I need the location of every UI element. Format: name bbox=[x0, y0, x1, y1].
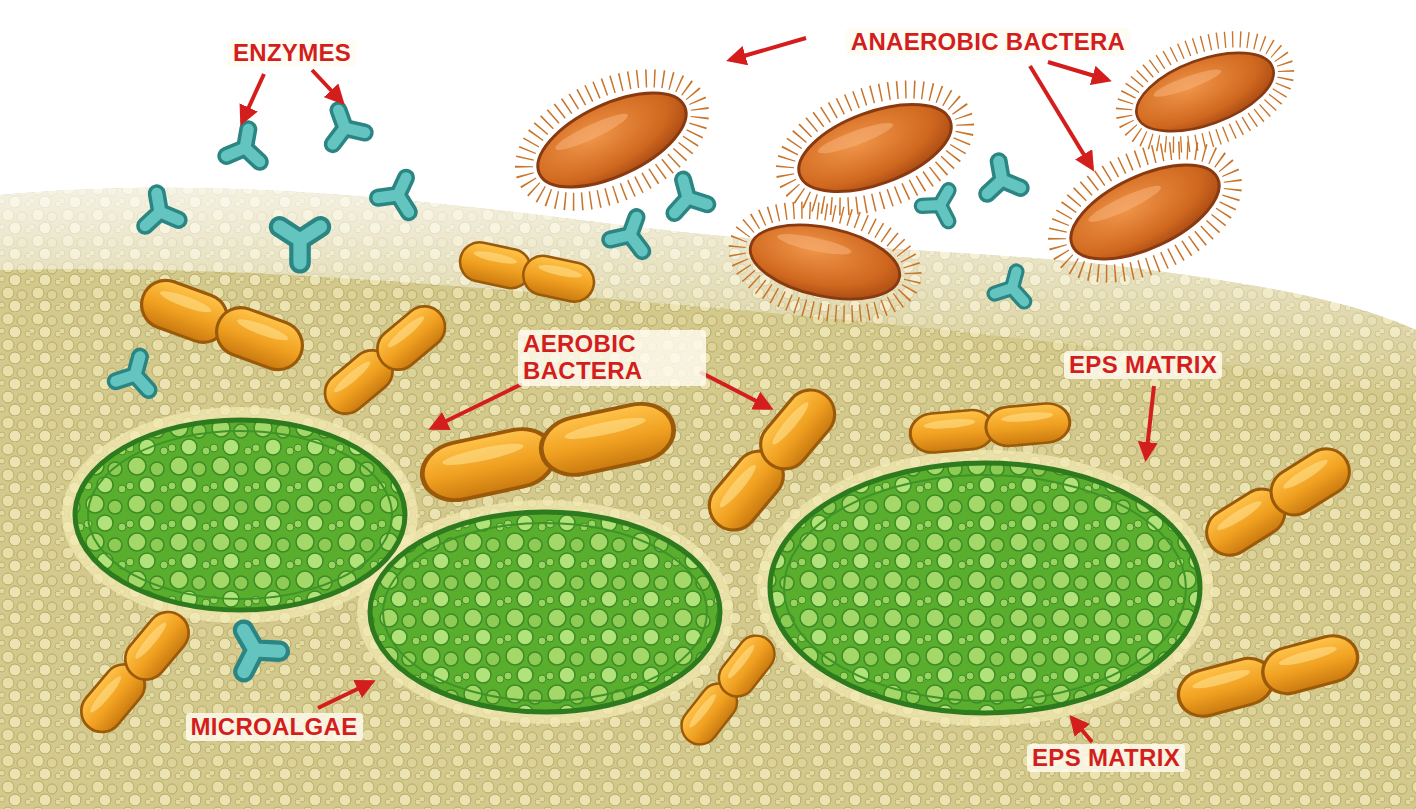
callout-label: ANAEROBIC BACTERA bbox=[846, 28, 1130, 57]
aerobic-bacteria bbox=[73, 239, 1363, 752]
callout-label: MICROALGAE bbox=[186, 713, 363, 742]
callout-label: EPS MATRIX bbox=[1027, 744, 1185, 773]
callout-label: AEROBIC BACTERA bbox=[518, 330, 706, 386]
leader-arrows bbox=[242, 38, 1154, 742]
callout-label: ENZYMES bbox=[228, 39, 356, 68]
eps-ground bbox=[0, 188, 1416, 809]
enzymes bbox=[116, 104, 1031, 671]
callout-label: EPS MATRIX bbox=[1064, 351, 1222, 380]
anaerobic-bacteria bbox=[505, 19, 1301, 329]
ground-fade bbox=[0, 188, 1416, 400]
